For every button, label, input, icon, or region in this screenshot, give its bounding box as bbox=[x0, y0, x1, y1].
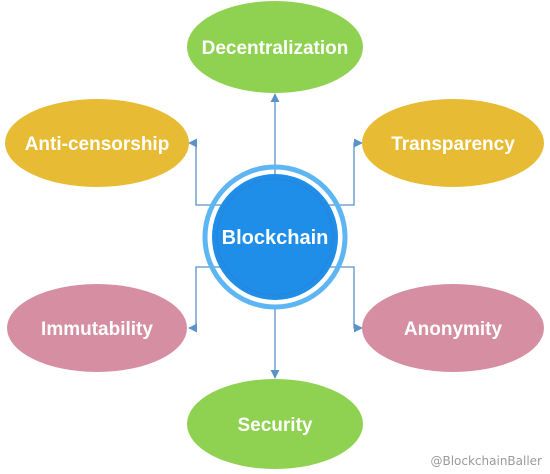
node-transparency-label: Transparency bbox=[391, 134, 515, 155]
connector-anti-censorship bbox=[188, 138, 222, 206]
node-decentralization-label: Decentralization bbox=[202, 38, 349, 59]
center-inner-ring bbox=[216, 178, 334, 296]
node-anti-censorship: Anti-censorship bbox=[5, 99, 189, 187]
node-anti-censorship-shape bbox=[5, 99, 189, 187]
node-decentralization-shape bbox=[187, 1, 363, 93]
node-immutability-shape bbox=[7, 284, 187, 372]
connector-anonymity bbox=[329, 266, 363, 333]
node-security: Security bbox=[187, 379, 363, 469]
center-ring bbox=[202, 164, 348, 310]
node-anti-censorship-label: Anti-censorship bbox=[25, 134, 170, 155]
node-anonymity: Anonymity bbox=[362, 284, 544, 372]
node-decentralization: Decentralization bbox=[187, 1, 363, 93]
node-anonymity-label: Anonymity bbox=[404, 319, 503, 340]
watermark: @BlockchainBaller bbox=[430, 454, 542, 468]
node-immutability-label: Immutability bbox=[41, 319, 153, 340]
center-node: Blockchain bbox=[202, 164, 348, 310]
node-transparency: Transparency bbox=[362, 99, 544, 187]
node-transparency-shape bbox=[362, 99, 544, 187]
node-anonymity-shape bbox=[362, 284, 544, 372]
node-security-shape bbox=[187, 379, 363, 469]
center-circle bbox=[212, 174, 338, 300]
connector-transparency bbox=[329, 138, 363, 206]
center-label: Blockchain bbox=[222, 227, 329, 249]
node-immutability: Immutability bbox=[7, 284, 187, 372]
node-security-label: Security bbox=[238, 415, 313, 436]
